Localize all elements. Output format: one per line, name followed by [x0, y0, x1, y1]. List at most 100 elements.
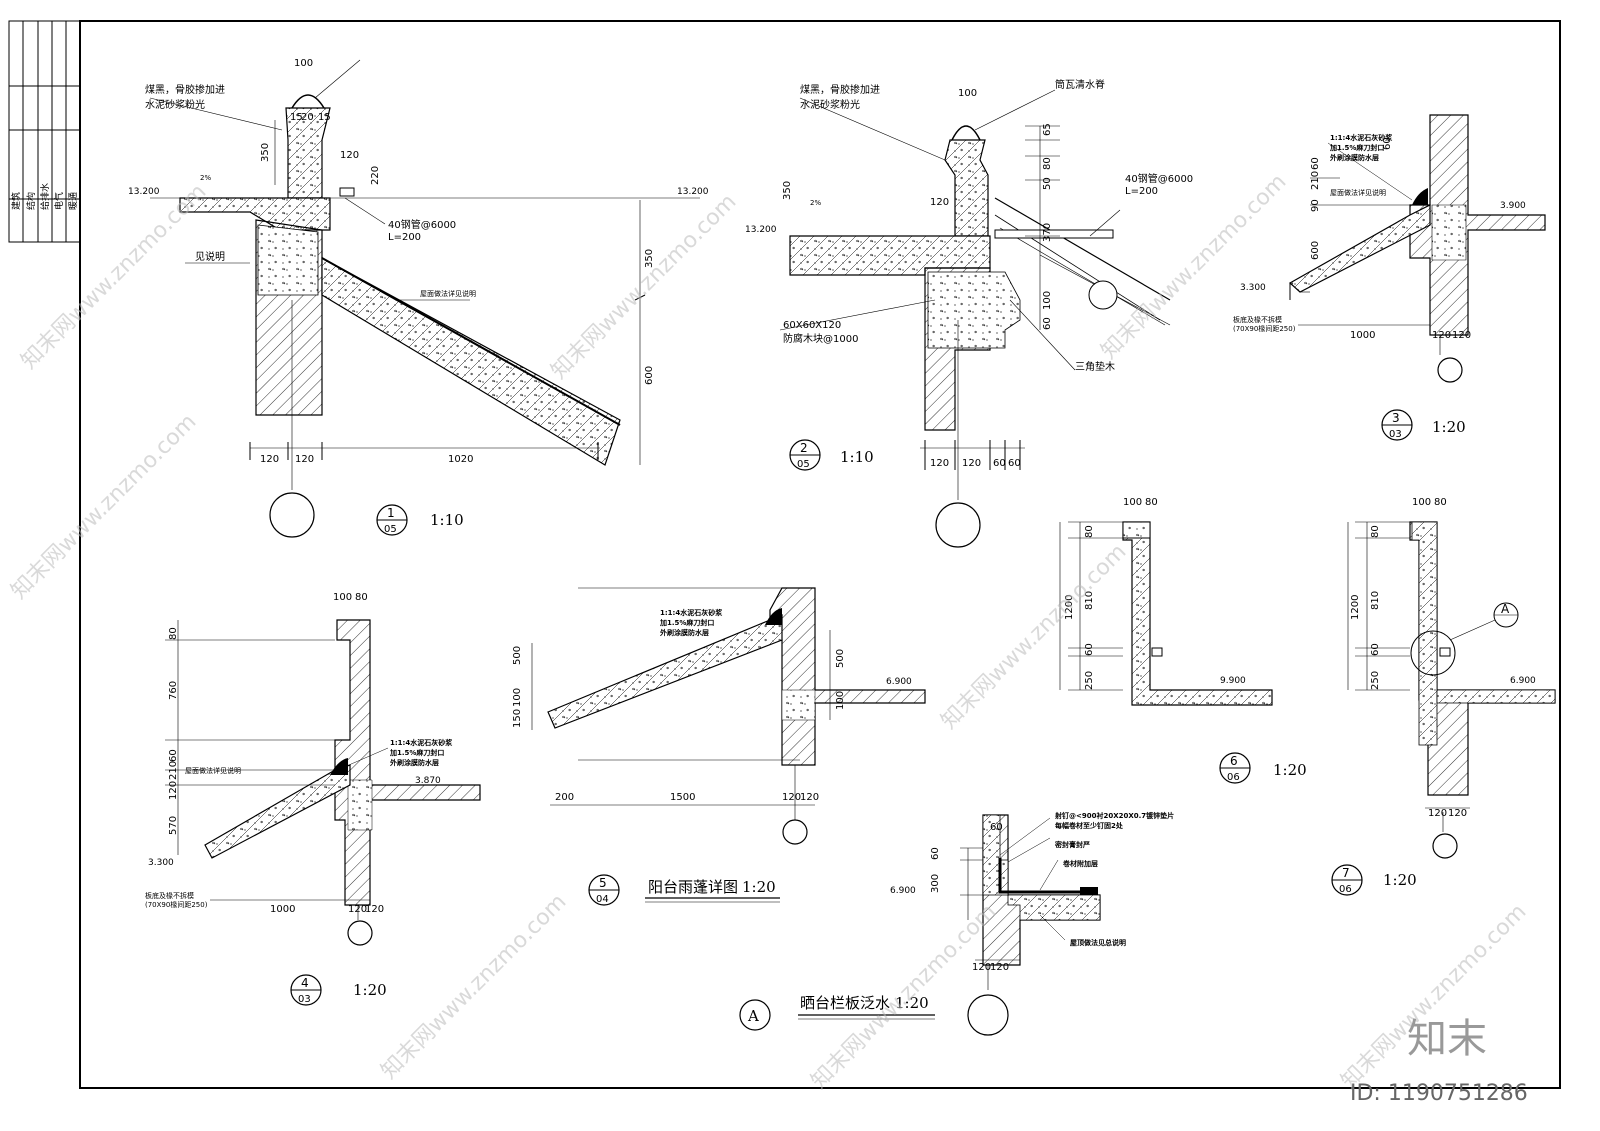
d2-slope: 2%: [810, 199, 821, 207]
detail-2: 煤黑，骨胶掺加进 水泥砂浆粉光 筒瓦清水脊 40钢管@6000 L=200 60…: [745, 78, 1193, 548]
d1-dim-11: 350: [644, 249, 655, 268]
d1-slope: 2%: [200, 174, 211, 182]
d4-sheet: 03: [298, 994, 311, 1005]
d7-dim-5: 60: [1370, 643, 1381, 656]
d4-dim-10: 120: [348, 904, 367, 915]
d2-dim-6: 50: [1042, 177, 1053, 190]
d7-scale: 1:20: [1383, 871, 1417, 889]
title-row-0: 建筑: [10, 192, 22, 210]
d6-elev: 9.900: [1220, 676, 1246, 686]
d2-triangle: 三角垫木: [1075, 360, 1115, 373]
d5-dim-3: 500: [835, 649, 846, 668]
d4-note1: 1:1:4水泥石灰砂浆: [390, 738, 453, 747]
da-note1: 射钉@<900衬20X20X0.7镀锌垫片: [1054, 811, 1174, 820]
d1-dim-14: 120: [295, 454, 314, 465]
d2-dim-14: 60: [993, 458, 1006, 469]
d2-scale: 1:10: [840, 448, 874, 466]
d5-note1: 1:1:4水泥石灰砂浆: [660, 608, 723, 617]
d4-elev-top: 3.870: [415, 776, 441, 786]
d7-dim-8: 120: [1448, 808, 1467, 819]
d7-dim-2: 80: [1370, 525, 1381, 538]
d5-sheet: 04: [596, 894, 609, 905]
d2-elev: 13.200: [745, 225, 777, 235]
d5-dim-5: 200: [555, 792, 574, 803]
d5-dim-8: 120: [800, 792, 819, 803]
d3-dim-6: 120: [1432, 330, 1451, 341]
detail-7: A 6.900 100 80 80 810 1200 60 250 120 12…: [1331, 497, 1556, 896]
d7-dim-3: 810: [1370, 591, 1381, 610]
d1-num: 1: [387, 506, 395, 520]
d2-sheet: 05: [797, 459, 810, 470]
d3-scale: 1:20: [1432, 418, 1466, 436]
d1-dim-2: 20: [301, 112, 314, 123]
da-title: 晒台栏板泛水: [800, 994, 890, 1012]
da-note2: 每幅卷材至少钉固2处: [1055, 821, 1124, 830]
d2-pipe: 40钢管@6000: [1125, 172, 1193, 185]
d2-dim-15: 60: [1008, 458, 1021, 469]
da-dim-0: 60: [990, 822, 1003, 833]
d1-pipe2: L=200: [388, 232, 421, 243]
d5-elev: 6.900: [886, 677, 912, 687]
d5-note2: 加1.5%麻刀封口: [659, 618, 714, 627]
d7-dim-7: 120: [1428, 808, 1447, 819]
d4-dim-11: 120: [365, 904, 384, 915]
title-row-1: 结构: [25, 192, 37, 210]
detail-3: 1:1:4水泥石灰砂浆 加1.5%麻刀封口 外刷涂膜防水层 屋面做法详见说明 板…: [1233, 114, 1546, 441]
d6-sheet: 06: [1227, 772, 1240, 783]
d2-dim-3: 65: [1042, 123, 1053, 136]
d3-board: 板底及椽不拆模: [1233, 315, 1282, 324]
d3-dim-7: 120: [1452, 330, 1471, 341]
d4-note3: 外刷涂膜防水层: [390, 758, 439, 767]
d1-sheet: 05: [384, 524, 397, 535]
d2-dim-8: 120: [930, 197, 949, 208]
d7-marker: A: [1501, 602, 1510, 616]
d1-dim-10: 350: [260, 143, 271, 162]
da-note3: 密封膏封严: [1055, 840, 1090, 849]
d1-dim-15: 1020: [448, 454, 473, 465]
watermark-text-8: 知末网www.znzmo.com: [1337, 899, 1532, 1094]
d6-num: 6: [1230, 754, 1238, 768]
detail-4: 1:1:4水泥石灰砂浆 加1.5%麻刀封口 外刷涂膜防水层 屋面做法详见说明 板…: [145, 592, 481, 1006]
d6-dim-1: 80: [1145, 497, 1158, 508]
d3-dim-1: 210: [1310, 171, 1321, 190]
watermark-logo: 知末: [1407, 1016, 1487, 1062]
da-dim-1: 60: [930, 847, 941, 860]
d2-dim-10: 100: [1042, 291, 1053, 310]
d7-sheet: 06: [1339, 884, 1352, 895]
watermark-id: ID: 1190751286: [1350, 1081, 1528, 1106]
d4-dim-0: 100: [333, 592, 352, 603]
d1-dim-0: 100: [294, 58, 313, 69]
title-row-3: 电气: [53, 192, 65, 210]
d5-num: 5: [599, 876, 607, 890]
d2-note-top: 煤黑，骨胶掺加进: [800, 83, 880, 96]
d2-note-top2: 水泥砂浆粉光: [800, 98, 860, 111]
detail-5: 1:1:4水泥石灰砂浆 加1.5%麻刀封口 外刷涂膜防水层 6.900 500 …: [512, 587, 926, 906]
d4-scale: 1:20: [353, 981, 387, 999]
d4-board: 板底及椽不拆模: [145, 891, 194, 900]
d1-dim-12: 600: [644, 366, 655, 385]
d3-dim-2: 60: [1310, 157, 1321, 170]
d1-dim-9: 220: [370, 166, 381, 185]
d4-dim-3: 760: [168, 681, 179, 700]
d1-elev-right: 13.200: [677, 187, 709, 197]
d1-note-top: 煤黑，骨胶掺加进: [145, 83, 225, 96]
d2-dim-12: 120: [930, 458, 949, 469]
d6-dim-5: 60: [1084, 643, 1095, 656]
da-dim-4: 120: [990, 962, 1009, 973]
d1-see-note: 见说明: [195, 250, 225, 263]
d2-dim-9: 370: [1042, 223, 1053, 242]
title-block: 建筑 结构 给排水 电气 暖通: [8, 20, 81, 243]
d5-dim-4: 100: [835, 691, 846, 710]
d3-dim-5: 1000: [1350, 330, 1375, 341]
d5-dim-7: 120: [782, 792, 801, 803]
detail-6: 9.900 100 80 80 810 1200 60 250 6 06 1:2…: [1059, 497, 1307, 784]
d5-scale: 1:20: [742, 878, 776, 896]
watermark-text-2: 知末网www.znzmo.com: [547, 189, 742, 384]
sheet-border: [79, 20, 1561, 1089]
d6-dim-6: 250: [1084, 671, 1095, 690]
d5-note3: 外刷涂膜防水层: [660, 628, 709, 637]
d3-dim-4: 600: [1310, 241, 1321, 260]
watermark-text-6: 知末网www.znzmo.com: [377, 889, 572, 1084]
d5-title: 阳台雨蓬详图: [648, 878, 738, 896]
